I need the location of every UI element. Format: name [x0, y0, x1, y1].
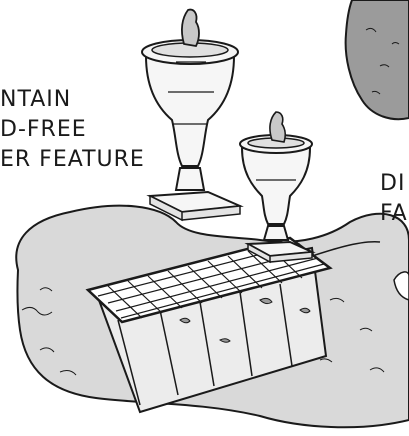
left-caption: NTAIN D-FREE ER FEATURE [0, 87, 145, 172]
left-caption-line1: NTAIN [0, 87, 71, 112]
right-caption-line1: DI [380, 171, 405, 196]
left-caption-line2: D-FREE [0, 117, 87, 142]
right-caption: DI FA [380, 171, 408, 226]
right-caption-line2: FA [380, 201, 408, 226]
left-caption-line3: ER FEATURE [0, 147, 145, 172]
large-urn [142, 10, 240, 220]
stone-boulder [346, 0, 409, 119]
